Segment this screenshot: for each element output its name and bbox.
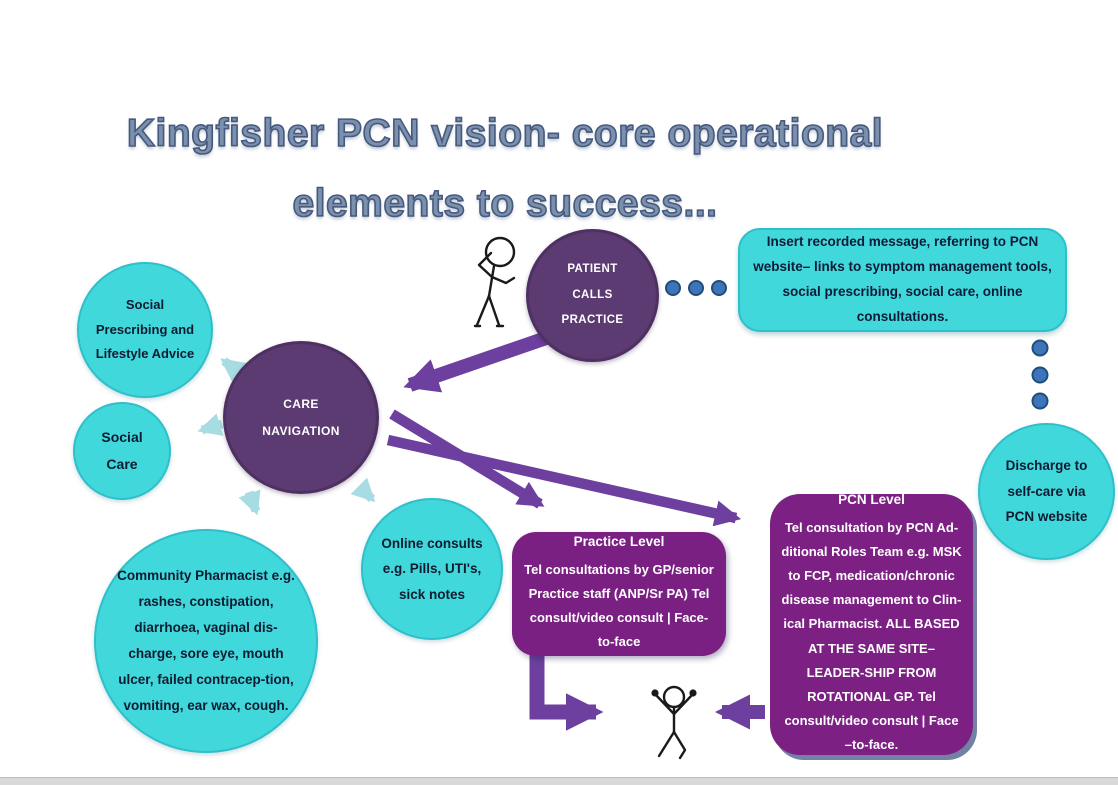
care-navigation-circle: CARE NAVIGATION	[223, 341, 379, 494]
social-care-label: Social Care	[101, 429, 143, 472]
social-prescribing-label: Social Prescribing and Lifestyle Advice	[95, 296, 195, 362]
recorded-message-text: Insert recorded message, referring to PC…	[753, 234, 1052, 324]
pcn-level-body: Tel consultation by PCN Ad-ditional Role…	[781, 520, 962, 752]
page-title-line2: elements to success...	[292, 181, 718, 226]
community-pharmacist-label: Community Pharmacist e.g. rashes, consti…	[117, 568, 295, 713]
arrow-care-navigation-to-online-consults	[350, 477, 376, 503]
arrow-practice-level-to-patient	[529, 649, 604, 731]
ellipsis-horizontal-icon	[665, 280, 727, 296]
page-bottom-edge	[0, 777, 1118, 785]
arrow-care-navigation-to-pcn-level	[386, 434, 742, 527]
arrow-care-navigation-to-social-care	[197, 413, 224, 436]
pcn-level-heading: PCN Level	[838, 492, 905, 508]
online-consults-label: Online consults e.g. Pills, UTI's, sick …	[381, 535, 483, 602]
discharge-self-care-label: Discharge to self-care via PCN website	[1005, 458, 1088, 525]
patient-on-phone-icon	[473, 236, 516, 328]
patient-happy-icon	[651, 685, 697, 760]
arrow-patient-to-care-navigation	[403, 329, 555, 393]
practice-level-heading: Practice Level	[573, 533, 665, 549]
patient-calls-practice-label: PATIENT CALLS PRACTICE	[561, 262, 624, 327]
page-title: Kingfisher PCN vision- core operational …	[0, 111, 1010, 226]
practice-level-box: Practice Level Tel consultations by GP/s…	[512, 532, 726, 656]
social-prescribing-circle: Social Prescribing and Lifestyle Advice	[77, 262, 213, 398]
pcn-level-box: PCN Level Tel consultation by PCN Ad-dit…	[770, 492, 973, 755]
page-title-line1: Kingfisher PCN vision- core operational	[126, 111, 884, 156]
ellipsis-vertical-icon	[1031, 339, 1049, 410]
care-navigation-label: CARE NAVIGATION	[262, 397, 340, 438]
online-consults-circle: Online consults e.g. Pills, UTI's, sick …	[361, 498, 503, 640]
recorded-message-box: Insert recorded message, referring to PC…	[738, 228, 1067, 332]
practice-level-body: Tel consultations by GP/senior Practice …	[524, 561, 714, 650]
social-care-circle: Social Care	[73, 402, 171, 500]
discharge-self-care-circle: Discharge to self-care via PCN website	[978, 423, 1115, 560]
community-pharmacist-circle: Community Pharmacist e.g. rashes, consti…	[94, 529, 318, 753]
patient-calls-practice-circle: PATIENT CALLS PRACTICE	[526, 229, 659, 362]
arrow-care-navigation-to-community-pharmacist	[238, 489, 261, 516]
